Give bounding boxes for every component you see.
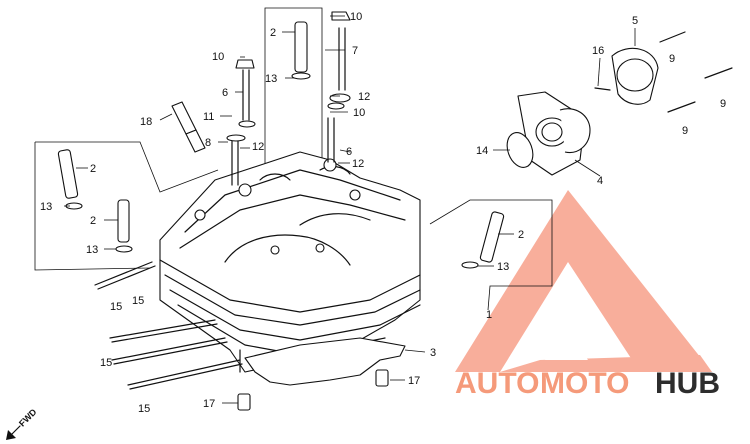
label-18: 18 bbox=[140, 116, 152, 128]
spark-plug bbox=[171, 101, 206, 153]
label-2: 2 bbox=[90, 163, 96, 175]
callout-leaders bbox=[64, 15, 636, 404]
label-9: 9 bbox=[720, 98, 726, 110]
label-13: 13 bbox=[265, 73, 277, 85]
watermark-auto: AUTO bbox=[455, 367, 539, 400]
fwd-indicator: FWD bbox=[6, 407, 39, 440]
label-1: 1 bbox=[486, 309, 492, 321]
label-8: 8 bbox=[205, 137, 211, 149]
label-2: 2 bbox=[518, 229, 524, 241]
cylinder-head bbox=[159, 151, 421, 373]
label-7: 7 bbox=[352, 45, 358, 57]
label-10: 10 bbox=[350, 11, 362, 23]
label-15: 15 bbox=[132, 295, 144, 307]
label-3: 3 bbox=[430, 347, 436, 359]
head-gasket bbox=[244, 337, 426, 386]
part-labels: 10 2 7 10 13 6 12 10 11 18 8 12 6 12 2 1… bbox=[40, 11, 726, 415]
label-10: 10 bbox=[212, 51, 224, 63]
label-6: 6 bbox=[222, 87, 228, 99]
label-5: 5 bbox=[632, 15, 638, 27]
label-10: 10 bbox=[353, 107, 365, 119]
studs bbox=[94, 261, 243, 390]
label-6: 6 bbox=[346, 146, 352, 158]
label-4: 4 bbox=[597, 175, 603, 187]
label-12: 12 bbox=[252, 141, 264, 153]
label-12: 12 bbox=[358, 91, 370, 103]
fwd-label: FWD bbox=[17, 407, 39, 429]
label-13: 13 bbox=[40, 201, 52, 213]
valve-guides bbox=[57, 21, 505, 269]
label-17: 17 bbox=[203, 398, 215, 410]
watermark-hub: HUB bbox=[655, 367, 720, 400]
label-12: 12 bbox=[352, 158, 364, 170]
dowel-pins bbox=[237, 369, 389, 411]
label-17: 17 bbox=[408, 375, 420, 387]
watermark-logo bbox=[455, 190, 712, 372]
label-11: 11 bbox=[203, 111, 214, 123]
label-15: 15 bbox=[110, 301, 122, 313]
label-9: 9 bbox=[682, 125, 688, 137]
intake-parts bbox=[506, 31, 733, 176]
label-15: 15 bbox=[100, 357, 112, 369]
watermark-text: AUTO MOTO HUB bbox=[455, 367, 720, 400]
label-2: 2 bbox=[270, 27, 276, 39]
label-13: 13 bbox=[86, 244, 98, 256]
label-16: 16 bbox=[592, 45, 604, 57]
leader-frames bbox=[34, 7, 553, 311]
label-13: 13 bbox=[497, 261, 509, 273]
label-15: 15 bbox=[138, 403, 150, 415]
watermark-moto: MOTO bbox=[540, 367, 629, 400]
label-2: 2 bbox=[90, 215, 96, 227]
label-14: 14 bbox=[476, 145, 488, 157]
label-9: 9 bbox=[669, 53, 675, 65]
